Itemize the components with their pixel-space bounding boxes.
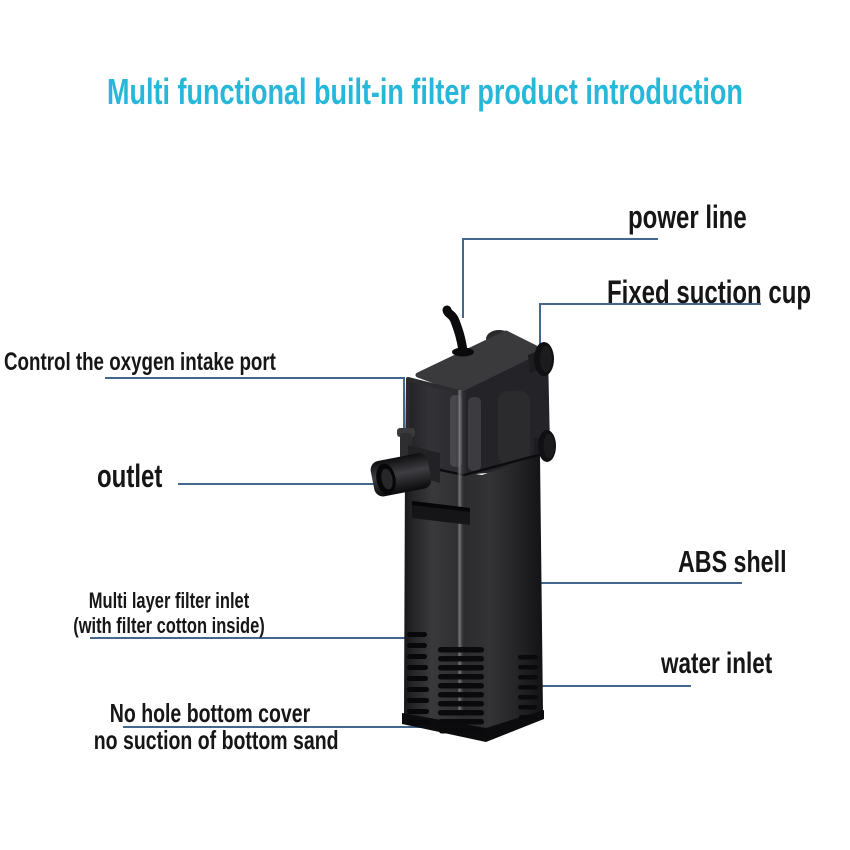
bottom-grille-front — [438, 647, 484, 734]
bottom-cover-label-line1: No hole bottom cover — [109, 698, 311, 728]
suction-cup-mid — [534, 430, 556, 462]
water-inlet-label: water inlet — [661, 647, 773, 680]
power-line-label: power line — [628, 199, 747, 235]
oxygen-intake-callout — [105, 377, 405, 436]
power-line-callout — [462, 238, 658, 318]
filter-inlet-label: Multi layer filter inlet (with filter co… — [57, 588, 282, 639]
power-cord — [442, 305, 474, 357]
cord-curve — [442, 305, 468, 356]
outlet-label: outlet — [97, 458, 163, 494]
outlet-nozzle — [370, 445, 440, 497]
nozzle-bore — [381, 468, 393, 490]
bottom-grille-left — [407, 632, 430, 725]
filter-inlet-label-line2: (with filter cotton inside) — [73, 613, 265, 639]
oxygen-intake-label: Control the oxygen intake port — [4, 348, 276, 376]
bottom-cover-label: No hole bottom cover no suction of botto… — [93, 698, 339, 755]
page-title: Multi functional built-in filter product… — [107, 71, 743, 112]
impeller-canister — [498, 391, 530, 465]
fixed-suction-cup-callout — [539, 303, 761, 349]
bottom-cover-label-line2: no suction of bottom sand — [93, 724, 339, 755]
fixed-suction-cup-label: Fixed suction cup — [607, 274, 812, 310]
oxygen-intake-stub — [397, 428, 415, 459]
bottom-cover — [402, 710, 544, 742]
bottom-grille-right — [518, 655, 538, 720]
suction-cup-top — [528, 342, 554, 376]
abs-shell-label: ABS shell — [678, 544, 787, 579]
page-title-row: Multi functional built-in filter product… — [0, 74, 850, 110]
flow-adjuster — [412, 501, 470, 525]
inner-tube-highlight — [456, 390, 466, 715]
filter-product-image — [370, 305, 556, 742]
head-pipe-right — [468, 397, 481, 471]
pump-head — [405, 330, 550, 475]
filter-inlet-label-line1: Multi layer filter inlet — [88, 588, 250, 613]
